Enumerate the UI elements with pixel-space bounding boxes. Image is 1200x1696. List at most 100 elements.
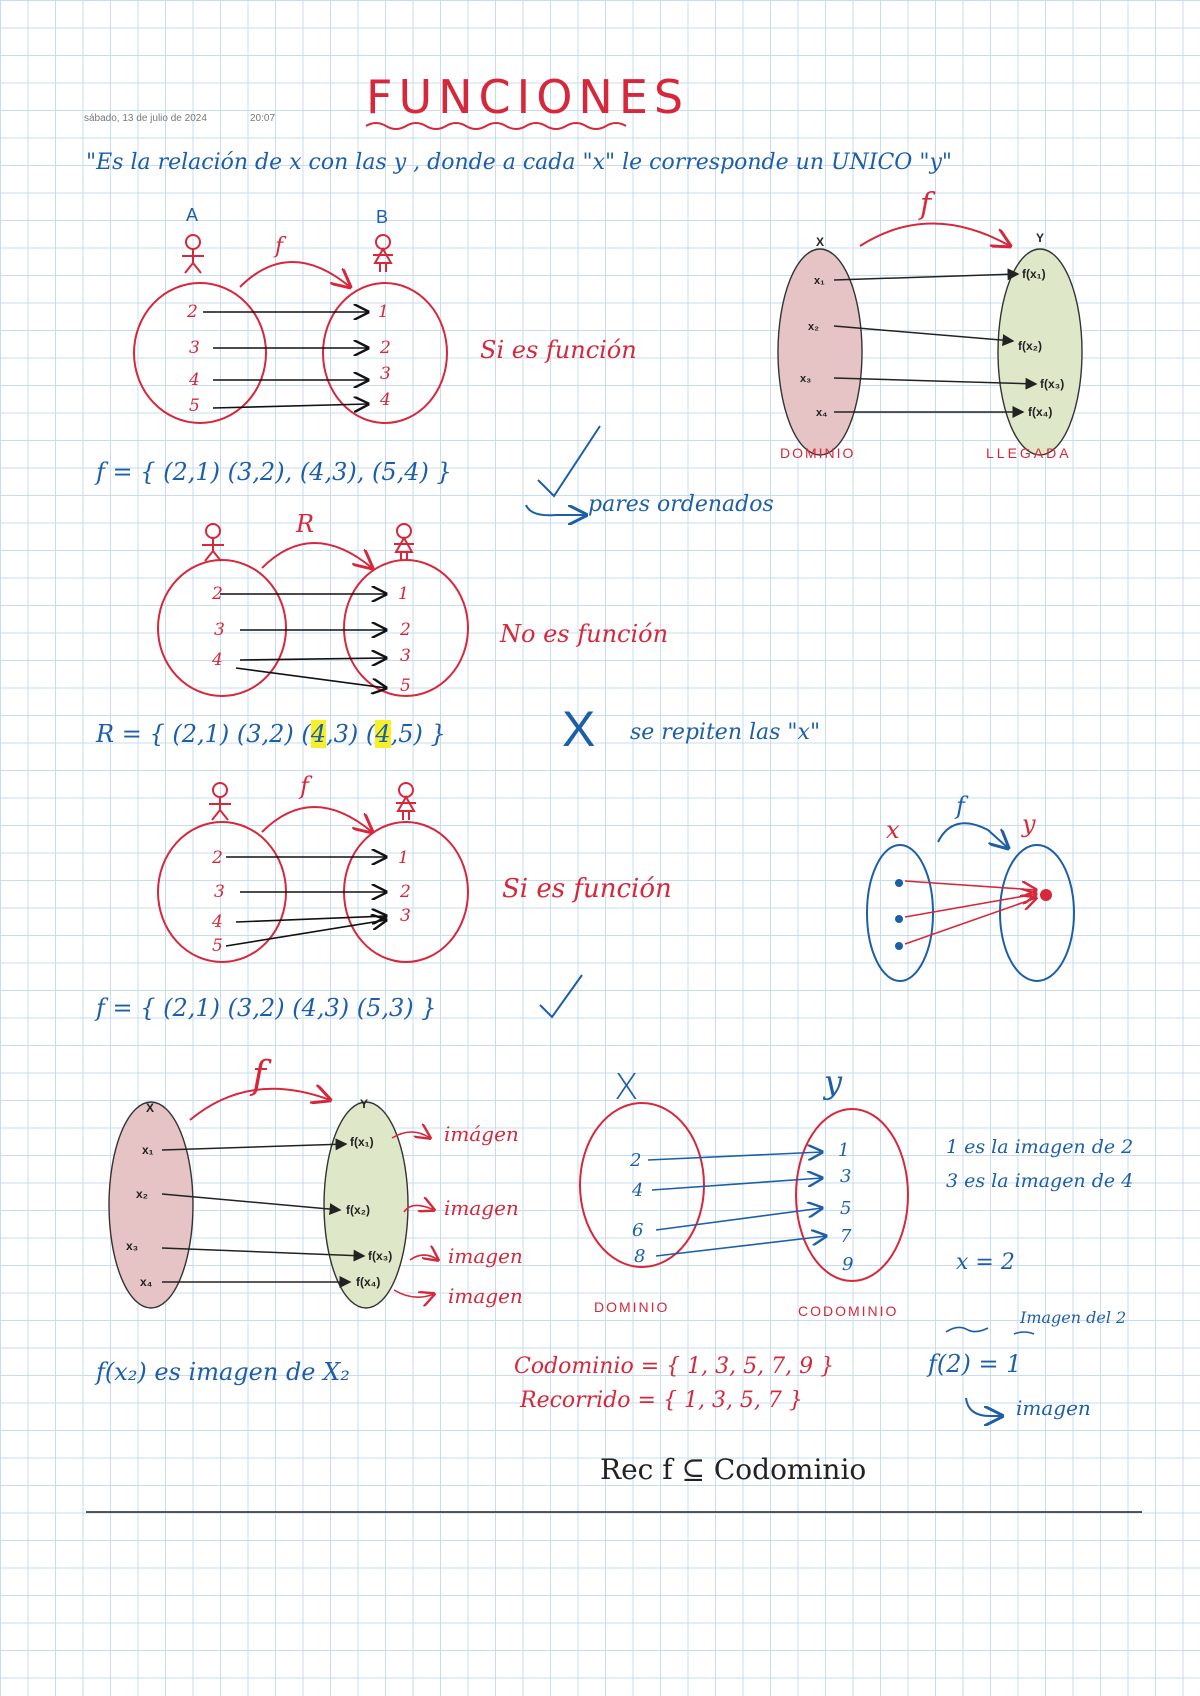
- diagram4-codomain-1: 1: [838, 1140, 850, 1161]
- diagram1-domain-3: 4: [189, 370, 200, 390]
- diagram1-note: pares ordenados: [588, 492, 774, 517]
- diagram4-x-equals: x = 2: [956, 1250, 1015, 1275]
- diagram1-domain-4: 5: [189, 396, 200, 416]
- diagram2-codomain-1: 1: [398, 584, 409, 604]
- diagram2-domain-2: 3: [214, 620, 225, 640]
- diagram4-domain-2: 4: [632, 1180, 644, 1201]
- diagram2-set-notation-mid: ,3) (: [326, 720, 376, 748]
- generic-diagram-y-label: Y: [1036, 231, 1045, 245]
- generic-diagram-arrow-label: f: [920, 187, 932, 222]
- generic-diagram2-y-4: f(x₄): [356, 1275, 381, 1289]
- diagram2-domain-1: 2: [212, 584, 223, 604]
- diagram2-note: se repiten las "x": [630, 720, 821, 745]
- image-label-3: imagen: [448, 1244, 523, 1268]
- person-c-icon: [202, 523, 224, 562]
- diagram4-note-2: 3 es la imagen de 4: [946, 1170, 1134, 1192]
- diagram4-image-word: imagen: [1016, 1396, 1091, 1420]
- person-b-icon: [373, 234, 393, 272]
- diagram1-codomain-2: 2: [380, 338, 391, 358]
- diagram2-arrow-label: R: [296, 510, 315, 538]
- generic-diagram-y-3: f(x₃): [1040, 377, 1065, 391]
- diagram4-codomain-5: 9: [842, 1254, 854, 1275]
- diagram2-set-notation-end: ,5) }: [390, 720, 446, 748]
- diagram3-domain-1: 2: [212, 848, 223, 868]
- diagram4-codomain-4: 7: [840, 1226, 852, 1247]
- image-label-2: imagen: [444, 1196, 519, 1220]
- person-d-icon: [394, 523, 414, 561]
- diagram3-codomain-2: 2: [400, 882, 411, 902]
- generic-diagram-x-4: x₄: [816, 407, 828, 419]
- person-e-icon: [209, 782, 231, 821]
- diagram2-set-notation: R = { (2,1) (3,2) (4,3) (4,5) }: [96, 720, 446, 748]
- page-title: FUNCIONES: [366, 70, 690, 124]
- page-date: sábado, 13 de julio de 2024: [84, 113, 207, 124]
- generic-diagram2-caption: f(x₂) es imagen de X₂: [96, 1358, 350, 1386]
- generic-diagram-x-3: x₃: [800, 373, 812, 385]
- diagram4-codomain-2: 3: [840, 1166, 852, 1187]
- diagram4-codomain-caption: CODOMINIO: [798, 1303, 899, 1319]
- diagram3-domain-3: 4: [212, 912, 223, 932]
- diagram4-x-label: X: [614, 1067, 639, 1108]
- image-label-4: imagen: [448, 1284, 523, 1308]
- dot-diagram-arrow-label: f: [956, 792, 965, 820]
- diagram2-repeated-x-1: 4: [310, 720, 327, 748]
- diagram4-note-1: 1 es la imagen de 2: [946, 1136, 1134, 1158]
- diagram4-domain-4: 8: [634, 1246, 646, 1267]
- diagram3-codomain-1: 1: [398, 848, 409, 868]
- diagram4-conclusion: Rec f ⊆ Codominio: [600, 1453, 867, 1486]
- diagram4-recorrido: Recorrido = { 1, 3, 5, 7 }: [520, 1388, 803, 1413]
- diagram4-codominio: Codominio = { 1, 3, 5, 7, 9 }: [514, 1354, 835, 1379]
- diagram4-y-label: y: [824, 1063, 843, 1101]
- generic-diagram2-x-3: x₃: [126, 1239, 139, 1253]
- diagram2-set-notation-start: R = { (2,1) (3,2) (: [96, 720, 311, 748]
- diagram3-codomain-3: 3: [400, 906, 411, 926]
- generic-diagram-x-label: X: [816, 235, 825, 249]
- diagram4-domain-1: 2: [630, 1150, 642, 1171]
- diagram3-verdict: Si es función: [502, 874, 672, 904]
- diagram1-domain-2: 3: [189, 338, 200, 358]
- diagram1-codomain-3: 3: [380, 364, 391, 384]
- diagram2-domain-3: 4: [212, 650, 223, 670]
- diagram2-repeated-x-2: 4: [375, 720, 391, 748]
- generic-diagram2-arrow-label: f: [252, 1053, 267, 1097]
- diagram1-verdict: Si es función: [480, 336, 637, 364]
- generic-diagram2-y-1: f(x₁): [350, 1135, 374, 1149]
- dot-diagram-x-label: x: [886, 816, 900, 844]
- diagram1-codomain-1: 1: [378, 302, 389, 322]
- generic-diagram2-y-3: f(x₃): [368, 1249, 393, 1263]
- definition-text: "Es la relación de x con las y , donde a…: [86, 150, 952, 175]
- person-a-icon: [182, 234, 204, 274]
- diagram2-codomain-3: 3: [400, 646, 411, 666]
- dot-diagram-y-label: y: [1022, 810, 1036, 838]
- diagram3-arrow-label: f: [300, 772, 309, 800]
- diagram2-cross-mark: X: [562, 701, 596, 757]
- generic-diagram-y-2: f(x₂): [1018, 339, 1042, 353]
- generic-diagram2-x-2: x₂: [136, 1187, 149, 1201]
- generic-diagram-x-2: x₂: [808, 321, 820, 333]
- diagram1-set-notation: f = { (2,1) (3,2), (4,3), (5,4) }: [96, 458, 452, 486]
- generic-diagram2-y-2: f(x₂): [346, 1203, 370, 1217]
- generic-diagram-codomain-caption: LLEGADA: [986, 445, 1072, 461]
- diagram2-codomain-2: 2: [400, 620, 411, 640]
- diagram4-codomain-3: 5: [840, 1198, 852, 1219]
- diagram1-arrow-label: f: [275, 234, 284, 259]
- diagram4-domain-3: 6: [632, 1220, 644, 1241]
- diagram2-verdict: No es función: [500, 620, 669, 648]
- diagram1-set-a-label: A: [186, 205, 199, 225]
- diagram4-domain-caption: DOMINIO: [594, 1299, 670, 1315]
- diagram4-image-of-label: Imagen del 2: [1020, 1308, 1127, 1327]
- generic-diagram2-y-label: Y: [360, 1097, 369, 1111]
- diagram1-set-b-label: B: [376, 207, 389, 227]
- generic-diagram-domain-caption: DOMINIO: [780, 445, 856, 461]
- generic-diagram2-x-4: x₄: [140, 1275, 153, 1289]
- generic-diagram2-x-label: X: [146, 1101, 155, 1115]
- diagram1-codomain-4: 4: [380, 390, 391, 410]
